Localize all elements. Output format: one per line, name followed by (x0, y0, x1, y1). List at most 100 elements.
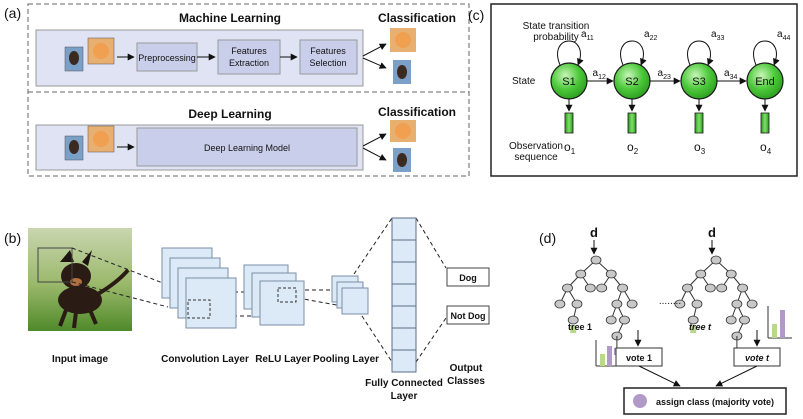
output-classes-label-1: Output (450, 363, 483, 374)
dl-output-dog-silhouette (397, 153, 407, 167)
dl-cat-face (93, 131, 109, 147)
preprocessing-box (136, 42, 198, 72)
tree-node (746, 299, 758, 309)
leaf-green-marker (690, 326, 697, 333)
state-label: S3 (692, 76, 705, 88)
transition-label: a12 (593, 68, 606, 81)
self-loop-arrow (687, 40, 714, 66)
tree-node (571, 299, 583, 309)
relu-map-3 (259, 280, 305, 326)
tree-node (567, 315, 579, 325)
tree-node (695, 269, 707, 279)
self-loop-label: a44 (777, 29, 790, 42)
fc-neuron (391, 239, 417, 263)
vote-1-label: vote 1 (626, 353, 652, 363)
deep-learning-model-label: Deep Learning Model (204, 143, 290, 153)
tree-node (682, 283, 693, 293)
tree-node (562, 283, 573, 293)
dl-output-cat-face (395, 123, 411, 139)
deep-learning-model-box (136, 127, 358, 167)
observation-bar (760, 112, 770, 134)
input-image-label: Input image (52, 354, 109, 365)
tree-node (725, 315, 737, 325)
dog-legs (58, 309, 98, 329)
ml-arrow-cat (362, 43, 387, 57)
tree-node (617, 283, 628, 293)
observation-symbol: o1 (564, 140, 576, 156)
fc-neuron (391, 305, 417, 329)
preprocessing-label: Preprocessing (138, 53, 196, 63)
not-dog-class-label: Not Dog (451, 311, 486, 321)
relu-layer-label: ReLU Layer (255, 354, 311, 365)
tree-node (605, 315, 617, 325)
dog-tail (96, 268, 130, 296)
vote-t-label: vote t (745, 353, 770, 363)
transition-label-2: probability (533, 32, 579, 43)
panel-b-label: (b) (4, 230, 21, 246)
state-label: S1 (562, 76, 575, 88)
proj-line-2 (71, 281, 169, 308)
transition-label: a34 (724, 68, 737, 81)
observation-symbol: o2 (627, 140, 639, 156)
dog-class-box (446, 267, 490, 287)
transition-label: a23 (658, 68, 671, 81)
panel-d-label: (d) (539, 230, 556, 246)
fc-neuron (391, 349, 417, 373)
observation-bar (694, 112, 704, 134)
observation-label-1: Observation (509, 141, 563, 152)
ml-classification: Classification (378, 11, 456, 25)
hist-1-bar-1 (600, 354, 605, 366)
dl-dog-silhouette (69, 140, 79, 154)
tree-node (554, 299, 566, 309)
dog-body (58, 286, 102, 314)
self-loop-arrow (620, 40, 647, 66)
tree-node (725, 269, 737, 279)
tree-node (584, 283, 596, 293)
cat-face (93, 43, 109, 59)
ml-output-cat-face (395, 32, 411, 48)
ml-title: Machine Learning (179, 11, 281, 25)
features-extraction-label-1: Features (231, 46, 267, 56)
tree-node (710, 255, 722, 265)
dl-input-images (64, 125, 115, 161)
dog-class-label: Dog (459, 273, 477, 283)
tree-t-label: tree t (689, 322, 712, 332)
observation-symbol: o3 (694, 140, 706, 156)
tree-node (716, 283, 728, 293)
hist-t-bar-1 (772, 324, 777, 338)
proj-line-6 (297, 297, 343, 307)
state-row-label: State (512, 76, 536, 87)
histogram-tree-1 (595, 340, 618, 367)
panel-a-frame (27, 3, 470, 177)
relu-layer-stack (243, 264, 305, 326)
assign-class-box (623, 387, 787, 415)
self-loop-arrow (557, 40, 584, 66)
tree-node (575, 269, 587, 279)
state-label: S2 (625, 76, 638, 88)
fc-neuron (391, 217, 417, 241)
conv-map-4 (185, 277, 237, 329)
proj-line-10 (415, 317, 447, 363)
tree-node (704, 283, 716, 293)
panel-c: (c) State transition probability State O… (468, 3, 798, 177)
fc-neuron (391, 327, 417, 351)
tree-node (611, 299, 623, 309)
hist-t-bar-2 (780, 310, 785, 338)
dl-title: Deep Learning (188, 107, 271, 121)
features-extraction-label-2: Extraction (229, 58, 269, 68)
tree-node (691, 299, 703, 309)
observation-label-2: sequence (514, 152, 558, 163)
ml-arrow-dog (362, 57, 387, 69)
tree-1-label: tree 1 (568, 322, 592, 332)
dl-arrow-cat (362, 133, 387, 147)
tree-node (605, 269, 617, 279)
tree-t (674, 255, 758, 355)
fully-connected-label-2: Layer (391, 391, 418, 402)
panel-c-label: (c) (468, 7, 484, 23)
transition-label-1: State transition (523, 21, 590, 32)
tree-node (596, 283, 608, 293)
tree-ellipsis: ........ (659, 296, 681, 307)
tree-node (619, 315, 630, 325)
self-loop-arrow (753, 40, 780, 66)
